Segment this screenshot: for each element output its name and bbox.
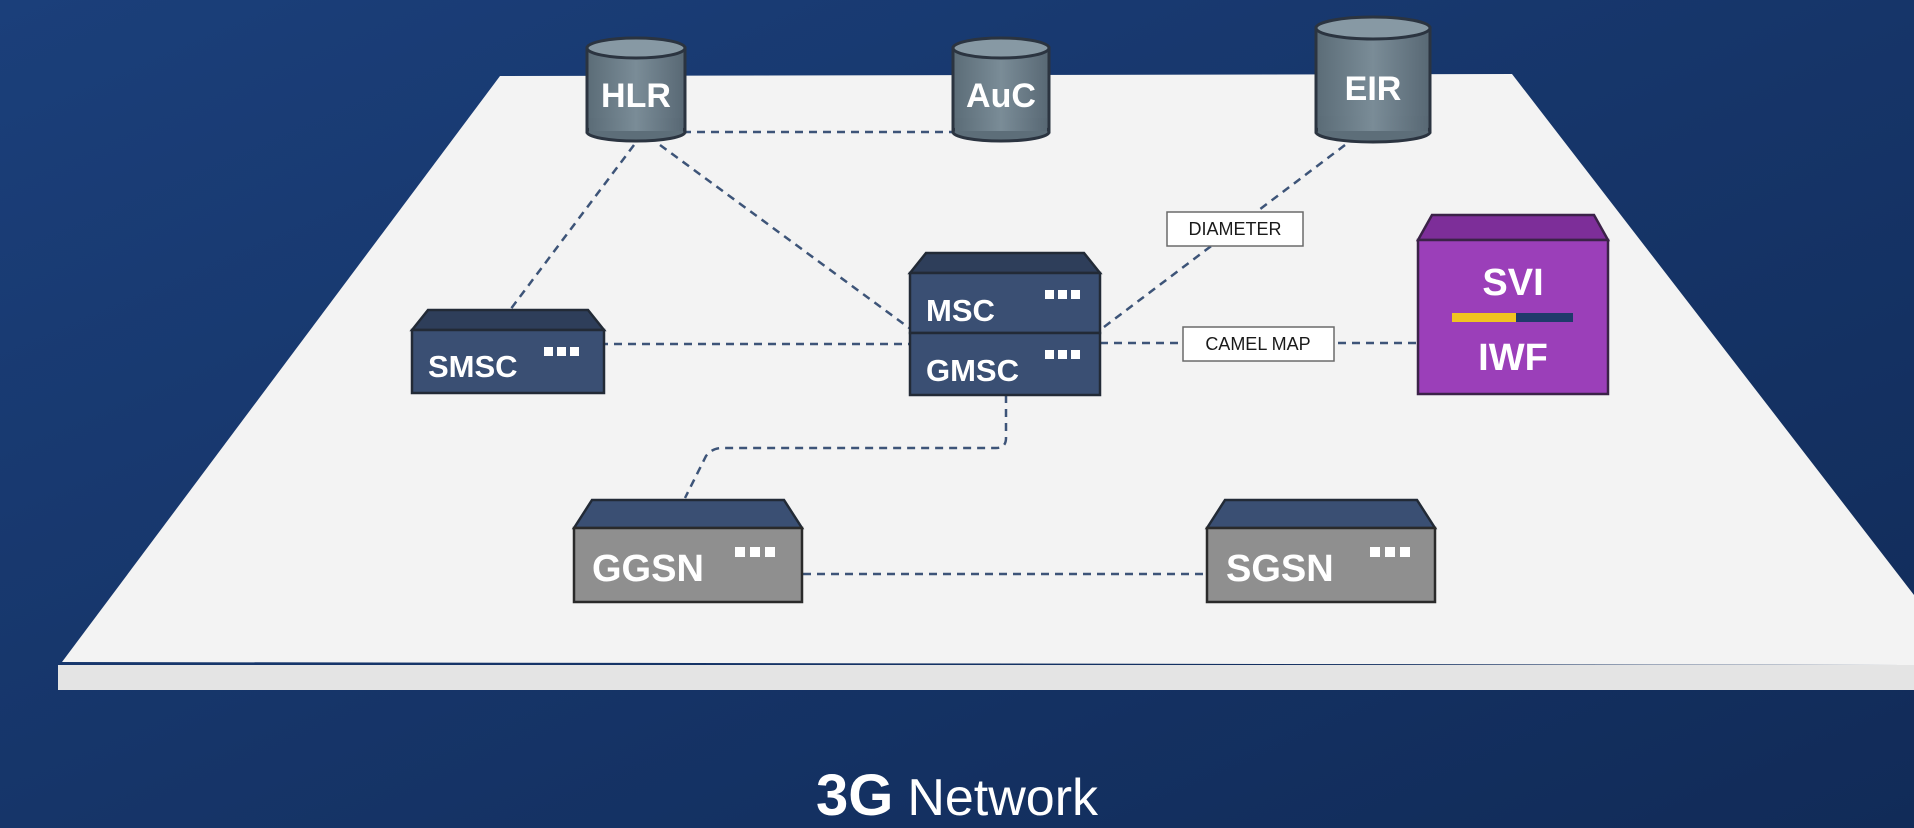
gmsc-label: GMSC (926, 353, 1019, 388)
camel-map-label: CAMEL MAP (1182, 326, 1335, 362)
camel-map-label-text: CAMEL MAP (1205, 334, 1310, 354)
ggsn-server-icon[interactable]: GGSN (571, 498, 805, 604)
auc-label: AuC (966, 77, 1036, 115)
diameter-label-text: DIAMETER (1188, 219, 1281, 239)
link-gmsc-ggsn (683, 395, 1008, 499)
sgsn-label: SGSN (1226, 548, 1334, 590)
smsc-label: SMSC (428, 349, 518, 384)
link-hlr-smsc (509, 144, 635, 311)
eir-database-icon[interactable]: EIR (1314, 15, 1432, 144)
link-hlr-msc (659, 143, 913, 332)
diameter-label: DIAMETER (1166, 211, 1304, 247)
iwf-label: IWF (1478, 337, 1548, 379)
title-strong: 3G (816, 763, 893, 828)
msc-label: MSC (926, 293, 995, 328)
hlr-label: HLR (601, 77, 671, 115)
msc-gmsc-server-icon[interactable]: MSC GMSC (907, 251, 1103, 397)
auc-database-icon[interactable]: AuC (951, 36, 1051, 143)
sgsn-server-icon[interactable]: SGSN (1204, 498, 1438, 604)
hlr-database-icon[interactable]: HLR (585, 36, 687, 143)
smsc-server-icon[interactable]: SMSC (409, 308, 607, 395)
eir-label: EIR (1345, 70, 1402, 108)
title-rest: Network (907, 769, 1099, 827)
svi-iwf-box-icon[interactable]: SVI IWF (1415, 213, 1611, 396)
connection-lines (509, 130, 1420, 576)
gmsc-unit (908, 331, 1102, 397)
link-eir-msc (1099, 144, 1346, 331)
ggsn-label: GGSN (592, 548, 704, 590)
svi-label: SVI (1482, 262, 1543, 304)
